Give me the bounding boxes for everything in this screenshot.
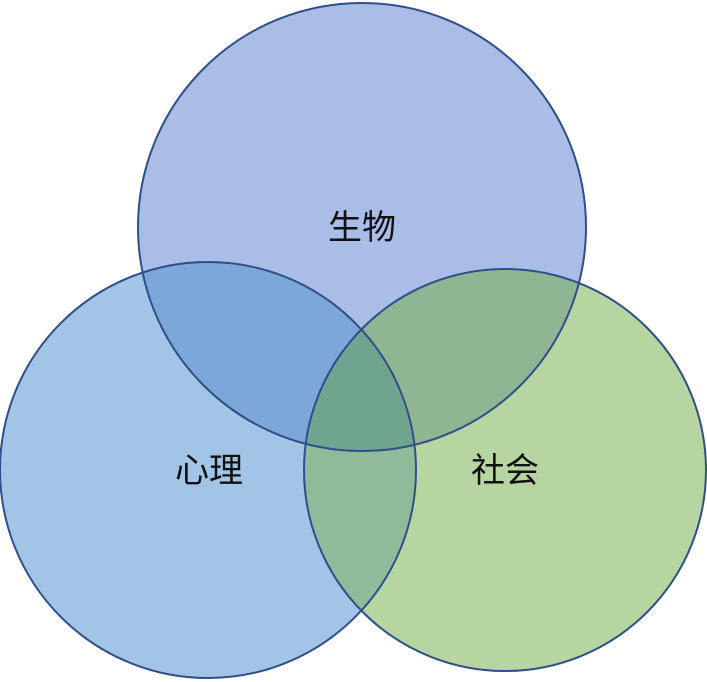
society-label: 社会: [471, 451, 539, 491]
biology-label: 生物: [328, 208, 396, 248]
biology-outline: [137, 2, 587, 452]
psychology-label: 心理: [175, 451, 243, 491]
psychology-outline: [0, 261, 417, 679]
society-outline: [303, 268, 707, 672]
biology-society-overlap: [304, 269, 586, 451]
biology-psychology-overlap: [138, 262, 416, 451]
